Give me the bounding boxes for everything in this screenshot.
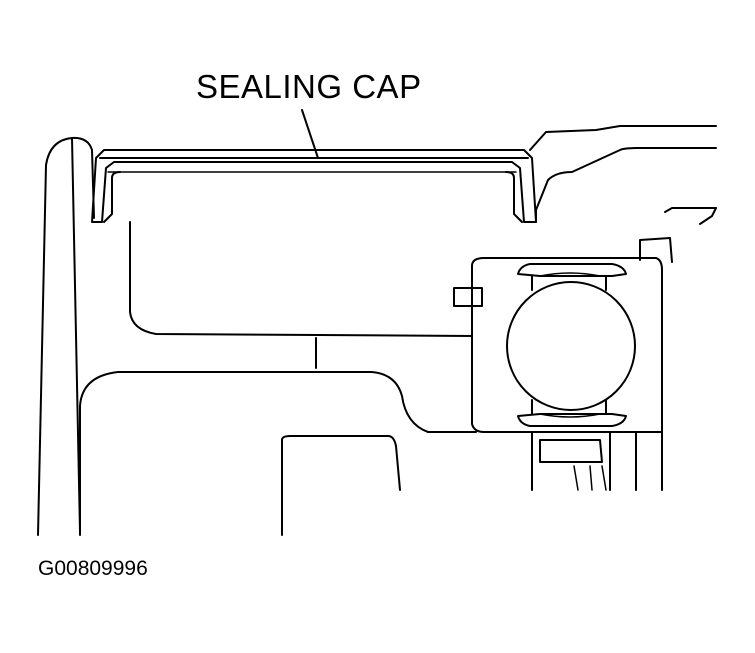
right-bore-ledge xyxy=(664,207,717,213)
housing-tab xyxy=(453,287,483,307)
right-clip-tab xyxy=(639,237,673,263)
lower-shaft xyxy=(531,431,611,491)
callout-leader-line xyxy=(301,109,319,159)
bearing-cage-bottom xyxy=(517,399,627,427)
figure-id-label: G00809996 xyxy=(38,557,148,580)
bearing-housing xyxy=(471,257,663,491)
shaft-block xyxy=(281,435,401,536)
right-upper-housing xyxy=(535,147,717,223)
right-upper-housing-top xyxy=(529,125,717,151)
left-housing-wall xyxy=(37,136,95,536)
bearing-cage-top xyxy=(517,263,627,291)
left-housing-inner-edge xyxy=(71,137,81,533)
lower-shaft-detail xyxy=(539,439,603,463)
bearing-ball xyxy=(506,281,636,411)
sealing-cap-callout-label: SEALING CAP xyxy=(196,68,422,105)
bearing-housing-left xyxy=(471,265,663,433)
sealing-cap xyxy=(91,149,537,223)
right-bore-step xyxy=(699,207,717,225)
lower-shaft-ribs xyxy=(573,465,607,491)
lower-housing-boss xyxy=(79,371,477,536)
inner-cavity xyxy=(129,221,473,337)
